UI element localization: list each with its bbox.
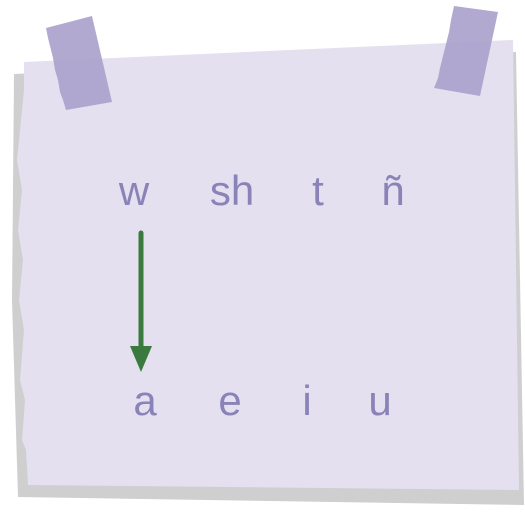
consonant-n-tilde: ñ (381, 167, 405, 214)
consonant-w: w (118, 167, 150, 214)
consonant-t: t (312, 167, 324, 214)
note-paper (17, 40, 519, 490)
tape-right (434, 6, 498, 96)
vowel-e: e (218, 377, 242, 424)
vowel-a: a (133, 377, 157, 424)
vowel-i: i (302, 377, 312, 424)
arrow-down-icon (130, 230, 152, 372)
consonant-sh: sh (209, 167, 255, 214)
vowel-u: u (368, 377, 392, 424)
tape-left (46, 16, 112, 110)
